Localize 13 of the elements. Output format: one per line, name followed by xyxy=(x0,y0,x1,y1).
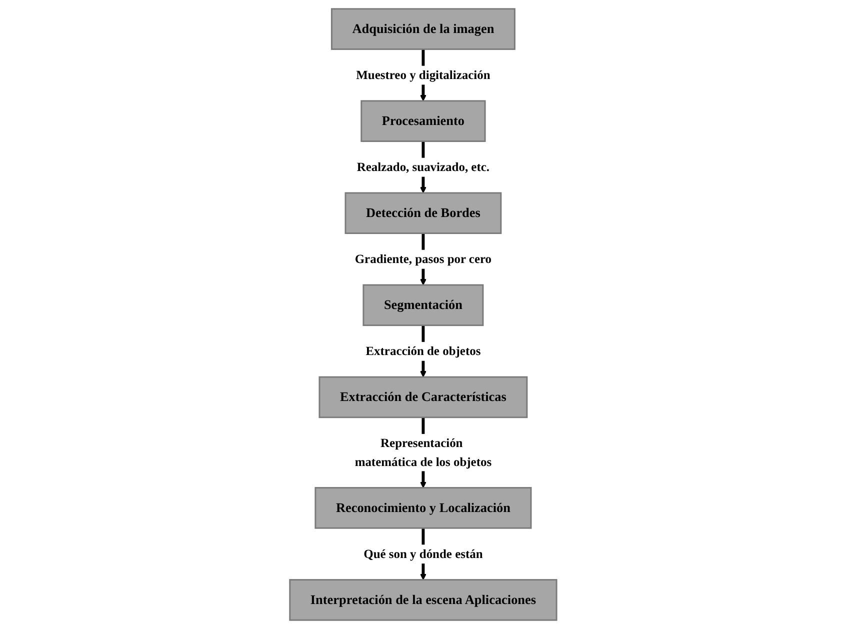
edge-label: Muestreo y digitalización xyxy=(356,68,491,82)
edge-label: Realzado, suavizado, etc. xyxy=(357,160,490,174)
node-box: Segmentación xyxy=(363,284,484,326)
node-box: Extracción de Características xyxy=(319,376,528,418)
edge-label: Gradiente, pasos por cero xyxy=(355,252,492,266)
edge-label: Qué son y dónde están xyxy=(364,546,484,561)
edge-label: Representación matemática de los objetos xyxy=(355,436,492,469)
node-box: Procesamiento xyxy=(360,100,486,142)
node-box: Interpretación de la escena Aplicaciones xyxy=(289,579,558,621)
node-box: Adquisición de la imagen xyxy=(331,8,516,50)
node-box: Detección de Bordes xyxy=(345,192,502,234)
node-box: Reconocimiento y Localización xyxy=(314,487,532,529)
edge-label: Extracción de objetos xyxy=(366,344,481,358)
